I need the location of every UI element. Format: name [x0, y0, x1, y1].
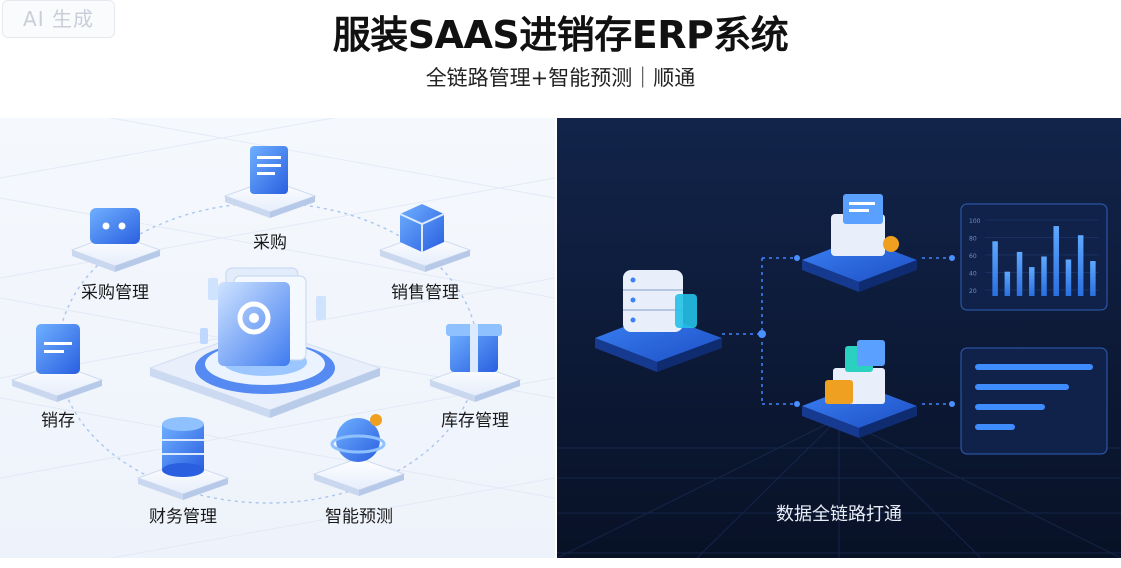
ai-generated-badge: AI 生成 [2, 0, 115, 38]
bar-6 [1065, 259, 1072, 296]
bar-8 [1090, 261, 1096, 296]
y-tick-label: 60 [969, 253, 977, 260]
bar-chart-panel: 100 80 60 40 20 [960, 203, 1108, 311]
ai-sphere-icon [312, 414, 406, 496]
server-stack-icon [595, 270, 722, 372]
cloud-billing-icon [802, 194, 917, 292]
node-label-caigou: 采购 [253, 233, 287, 253]
database-cylinder-icon [136, 417, 230, 500]
module-diagram [0, 118, 555, 558]
page-title: 服装SAAS进销存ERP系统 [332, 13, 789, 57]
bar-4 [1041, 256, 1047, 296]
gift-box-icon [428, 324, 522, 402]
node-label-caiwu-guanli: 财务管理 [149, 507, 217, 527]
bar-5 [1053, 226, 1059, 296]
y-tick-label: 80 [969, 235, 977, 242]
chat-box-icon [70, 208, 162, 272]
node-label-caigou-guanli: 采购管理 [81, 283, 149, 303]
list-panel-icon [960, 347, 1108, 455]
page-subtitle: 全链路管理+智能预测｜顺通 [425, 66, 696, 90]
bar-7 [1077, 235, 1084, 296]
y-tick-label: 100 [969, 218, 981, 225]
node-label-zhineng-yuce: 智能预测 [325, 507, 393, 527]
y-tick-label: 40 [969, 270, 977, 277]
folder-box-icon [802, 340, 917, 438]
bar-3 [1029, 267, 1035, 296]
data-flow-panel: 100 80 60 40 20 数据全链路打通 [557, 118, 1121, 558]
bar-0 [992, 241, 998, 296]
data-flow-diagram: 100 80 60 40 20 [557, 118, 1121, 558]
card-icon [10, 324, 104, 402]
bar-chart-bars [992, 226, 1096, 296]
node-label-kucun-guanli: 库存管理 [441, 411, 509, 431]
bar-2 [1016, 251, 1023, 296]
node-label-xiaocun: 销存 [41, 411, 75, 431]
bar-1 [1004, 271, 1011, 296]
module-diagram-panel: 采购 采购管理 销售管理 销存 库存管理 财务管理 智能预测 [0, 118, 555, 558]
data-flow-caption: 数据全链路打通 [776, 504, 902, 525]
gear-hub-icon [148, 267, 382, 418]
node-label-xiaoshou-guanli: 销售管理 [391, 283, 459, 303]
y-tick-label: 20 [969, 288, 977, 295]
package-box-icon [378, 204, 472, 272]
document-icon [223, 146, 317, 218]
